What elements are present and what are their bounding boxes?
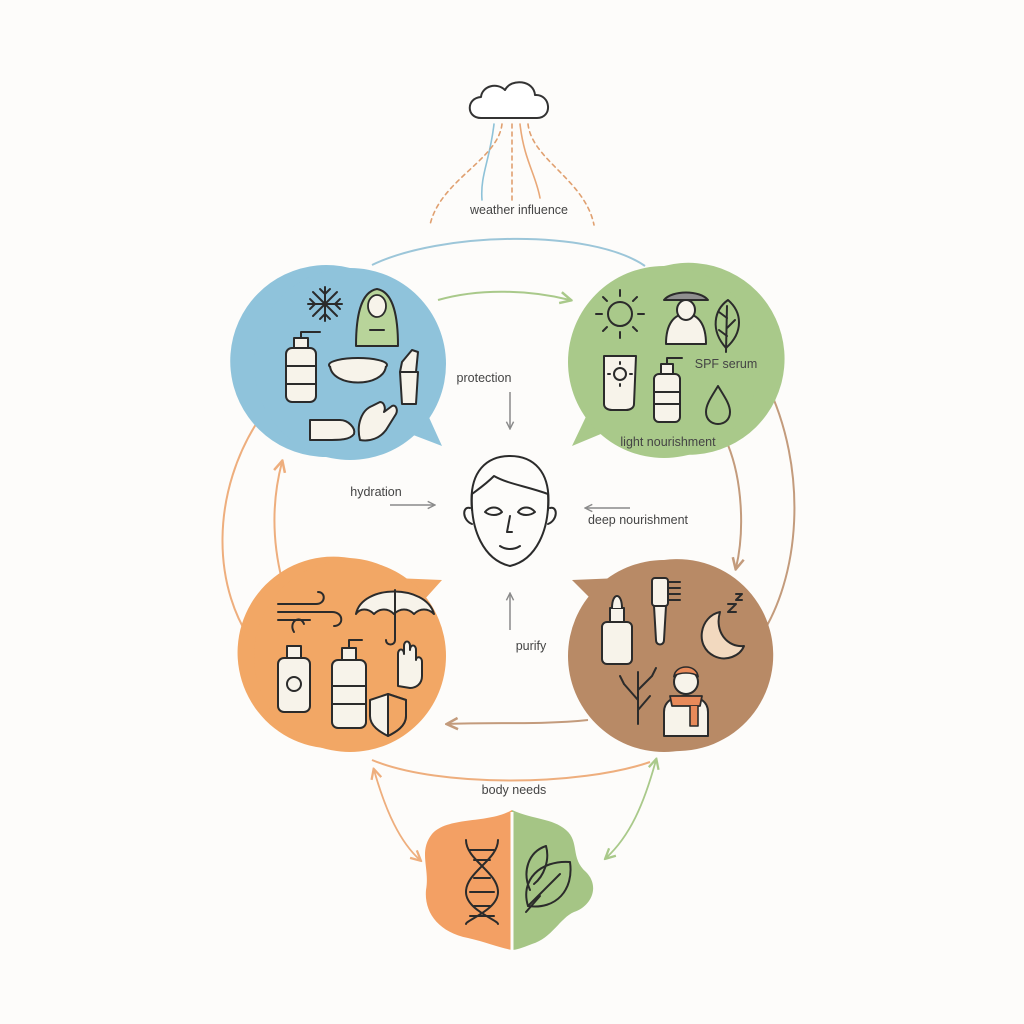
pump-bottle-icon xyxy=(653,357,683,423)
sunhat-person-icon xyxy=(663,291,709,345)
brush-icon xyxy=(651,577,681,646)
umbrella-icon xyxy=(355,589,435,646)
pump-bottle-icon xyxy=(331,639,367,729)
arrow-winter-to-summer xyxy=(437,290,570,300)
body-needs-label: body needs xyxy=(482,783,547,797)
body-needs-blob xyxy=(424,810,594,950)
light-nourishment-label: light nourishment xyxy=(620,435,716,449)
arrow-autumn-to-spring xyxy=(448,720,589,724)
scarf-person-icon xyxy=(663,666,709,737)
weather-influence-label: weather influence xyxy=(469,203,568,217)
dna-icon xyxy=(465,839,499,925)
cloud-icon xyxy=(468,81,549,119)
bare-tree-icon xyxy=(619,667,657,725)
arrow-spring-to-winter xyxy=(275,462,283,581)
pump-bottle-icon xyxy=(285,331,321,403)
drop-icon xyxy=(705,385,731,425)
arrow-summer-to-autumn xyxy=(727,444,741,568)
arc-bottom-connector xyxy=(371,759,651,782)
arc-top-connector xyxy=(371,237,646,267)
deep-nourishment-label: deep nourishment xyxy=(588,513,689,527)
hooded-person-icon xyxy=(355,288,399,347)
hands-icon xyxy=(309,401,398,442)
leaf-icon xyxy=(525,845,572,913)
weather-lines-icon xyxy=(429,123,595,226)
hydration-label: hydration xyxy=(350,485,401,499)
sun-icon xyxy=(595,289,645,339)
tube-icon xyxy=(399,349,419,405)
bowl-icon xyxy=(328,357,388,384)
dropper-bottle-icon xyxy=(601,595,633,665)
arrow-autumn-to-body xyxy=(606,760,656,858)
moon-icon xyxy=(700,593,745,660)
protection-label: protection xyxy=(457,371,512,385)
arrow-spring-to-body xyxy=(374,770,420,860)
spf-serum-label: SPF serum xyxy=(695,357,758,371)
arc-right-connector xyxy=(757,379,796,641)
shield-icon xyxy=(369,693,407,737)
snowflake-icon xyxy=(307,286,343,322)
wind-icon xyxy=(277,591,343,633)
leaf-icon xyxy=(714,299,740,353)
glove-icon xyxy=(397,640,423,689)
spray-bottle-icon xyxy=(277,645,311,713)
sunscreen-icon xyxy=(603,355,637,411)
purify-label: purify xyxy=(516,639,547,653)
face-icon xyxy=(463,455,557,567)
